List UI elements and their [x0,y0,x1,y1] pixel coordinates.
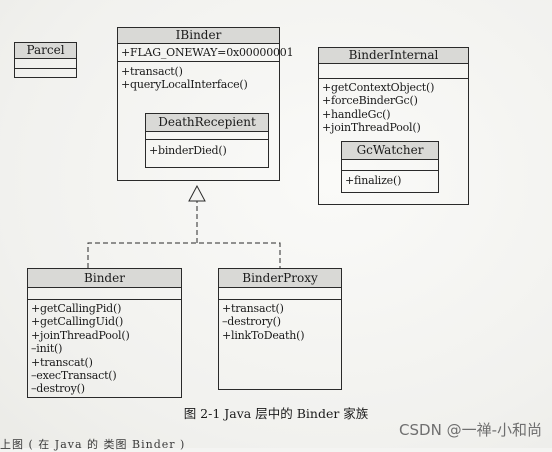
methods-section: +transact() +queryLocalInterface() [118,62,279,92]
methods-section: +binderDied() [146,140,268,157]
class-name: BinderProxy [219,269,341,288]
class-binder-proxy: BinderProxy +transact() –destrory() +lin… [218,268,342,390]
class-binder-internal: BinderInternal +getContextObject() +forc… [318,47,469,205]
method: +transact() [121,65,183,78]
attributes-section [15,59,76,69]
class-name: IBinder [118,28,279,44]
method: +transact() [222,302,284,315]
attributes-section [319,64,468,79]
method: +handleGc() [322,107,391,121]
attributes-section [219,288,341,300]
method: –init() [31,342,63,356]
class-death-recipient: DeathRecepient +binderDied() [145,113,269,168]
method: +binderDied() [149,144,227,157]
method: +finalize() [345,174,402,187]
methods-section [15,69,76,78]
class-parcel: Parcel [14,42,77,78]
figure-caption: 图 2-1 Java 层中的 Binder 家族 [183,406,369,421]
class-name: Binder [28,269,181,288]
realization-connector-bus [87,201,281,268]
method: +linkToDeath() [222,328,305,342]
method: +getCallingUid() [31,315,124,329]
method: –destrory() [222,315,281,329]
watermark: CSDN @一禅-小和尚 [399,421,542,439]
method: –destroy() [31,382,85,396]
attribute: +FLAG_ONEWAY=0x00000001 [121,46,294,59]
method: +transcat() [31,355,93,369]
realization-arrowhead [188,184,206,202]
class-name: Parcel [15,43,76,59]
attributes-section: +FLAG_ONEWAY=0x00000001 [118,44,294,62]
class-ibinder: IBinder +FLAG_ONEWAY=0x00000001 +transac… [117,27,294,181]
method: +getContextObject() [322,81,435,94]
method: +forceBinderGc() [322,94,418,108]
methods-section: +finalize() [342,171,438,187]
class-gc-watcher: GcWatcher +finalize() [341,141,439,193]
class-name: BinderInternal [319,48,468,64]
method: +getCallingPid() [31,302,122,315]
class-binder: Binder +getCallingPid() +getCallingUid()… [27,268,182,398]
attributes-section [28,288,181,300]
class-name: DeathRecepient [146,114,268,132]
methods-section: +getContextObject() +forceBinderGc() +ha… [319,79,468,135]
methods-section: +getCallingPid() +getCallingUid() +joinT… [28,300,181,396]
method: +queryLocalInterface() [121,78,248,92]
methods-section: +transact() –destrory() +linkToDeath() [219,300,341,342]
method: –execTransact() [31,369,117,383]
method: +joinThreadPool() [31,328,130,342]
attributes-section [342,160,438,171]
method: +joinThreadPool() [322,121,421,135]
bottom-text-fragment: 上图 ( 在 Java 的 类图 Binder ) [0,438,186,451]
class-name: GcWatcher [342,142,438,160]
attributes-section [146,132,268,140]
